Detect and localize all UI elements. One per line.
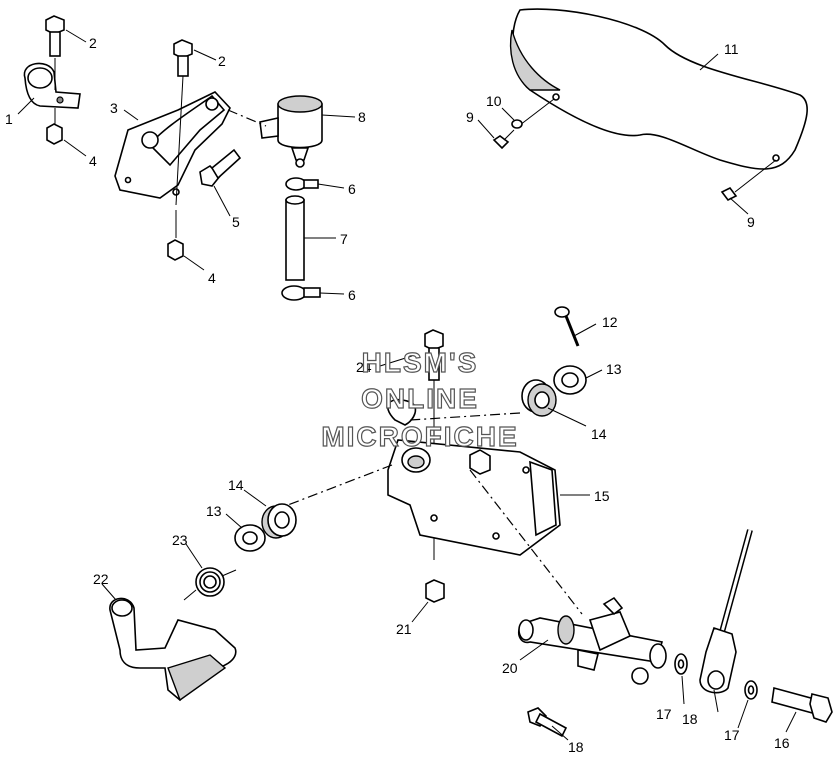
callout-4-lower: 4 — [208, 270, 216, 286]
callout-23: 23 — [172, 532, 188, 548]
watermark-line-3: MICROFICHE — [321, 421, 518, 452]
callout-13-right: 13 — [606, 361, 622, 377]
pin-part-12 — [554, 306, 580, 347]
hose-part-7 — [285, 195, 305, 281]
bushing-part-14-left — [261, 503, 297, 539]
callout-6-bottom: 6 — [348, 287, 356, 303]
washer-part-17-left — [674, 653, 688, 675]
watermark-line-1: HLSM'S — [362, 347, 479, 378]
callout-18-bolt: 18 — [568, 739, 584, 755]
callout-6-top: 6 — [348, 181, 356, 197]
callout-15: 15 — [594, 488, 610, 504]
washer-part-10 — [511, 119, 523, 129]
callout-4-left: 4 — [89, 153, 97, 169]
bolt-part-5 — [199, 148, 242, 187]
nut-part-4-lower — [167, 239, 184, 261]
callout-11: 11 — [724, 41, 739, 57]
bushing-part-14-right — [521, 379, 557, 417]
cover-part-11 — [509, 8, 808, 170]
bolt-part-2-left — [45, 15, 65, 57]
callout-3: 3 — [110, 100, 118, 116]
callout-12: 12 — [602, 314, 618, 330]
callout-2-left: 2 — [89, 35, 97, 51]
callout-10: 10 — [486, 93, 502, 109]
rod-part-18 — [699, 529, 753, 694]
washer-part-13-right — [553, 365, 587, 395]
hose-clamp-part-6-top — [285, 177, 319, 191]
nut-part-4-left — [46, 123, 63, 145]
callout-16: 16 — [774, 735, 790, 751]
washer-part-17-right — [744, 680, 758, 700]
watermark-line-2: ONLINE — [361, 383, 479, 414]
nut-part-21 — [425, 579, 445, 603]
callout-9-left: 9 — [466, 109, 474, 125]
screw-part-9-right — [720, 186, 738, 202]
callout-14-left: 14 — [228, 477, 244, 493]
bolt-part-16 — [771, 686, 833, 723]
washer-part-13-left — [234, 524, 266, 552]
callout-1: 1 — [5, 111, 13, 127]
callout-5: 5 — [232, 214, 240, 230]
pedal-part-22 — [109, 597, 237, 702]
callout-13-left: 13 — [206, 503, 222, 519]
callout-9-right: 9 — [747, 214, 755, 230]
callout-8: 8 — [358, 109, 366, 125]
callout-14-right: 14 — [591, 426, 607, 442]
callout-18-rod: 18 — [682, 711, 698, 727]
spring-part-23 — [183, 567, 237, 601]
clamp-part-1 — [23, 62, 81, 109]
callout-24: 24 — [356, 359, 372, 375]
bracket-part-15 — [387, 439, 561, 556]
screw-part-9-left — [492, 129, 515, 150]
bracket-part-3 — [114, 91, 231, 199]
callout-17-left: 17 — [656, 706, 672, 722]
callout-20: 20 — [502, 660, 518, 676]
callout-7: 7 — [340, 231, 348, 247]
callout-2-right: 2 — [218, 53, 226, 69]
callout-22: 22 — [93, 571, 109, 587]
bolt-part-18 — [527, 707, 568, 738]
hose-clamp-part-6-bottom — [281, 285, 321, 301]
bolt-part-2-right — [173, 39, 193, 77]
callout-17-right: 17 — [724, 727, 740, 743]
shaft-part-20 — [518, 596, 667, 685]
master-cylinder-part-8 — [259, 95, 323, 168]
callout-21: 21 — [396, 621, 412, 637]
